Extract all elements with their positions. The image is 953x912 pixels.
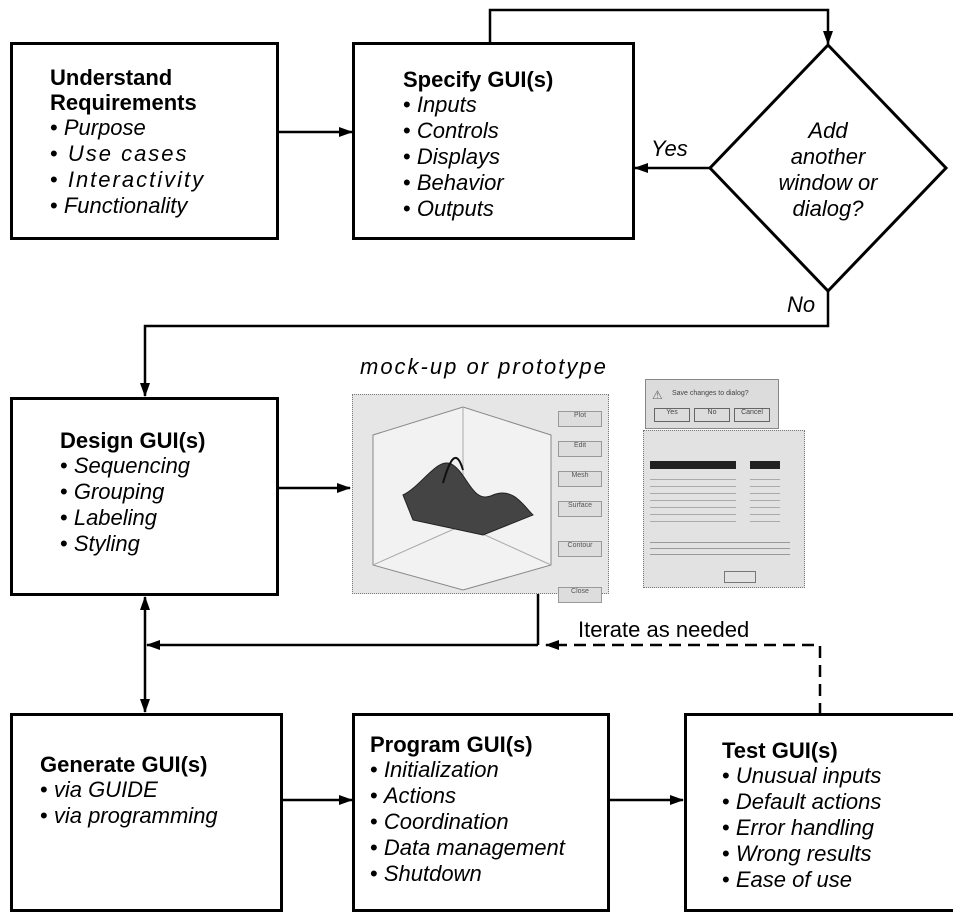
generate-title: Generate GUI(s) — [40, 752, 208, 777]
understand-item: Use cases — [50, 141, 276, 167]
decision-diamond — [707, 42, 949, 294]
design-item: Grouping — [60, 479, 276, 505]
warning-icon: ⚠ — [652, 388, 663, 402]
understand-item: Purpose — [50, 115, 276, 141]
mockup-list-selected-cell — [750, 461, 780, 469]
yes-label: Yes — [651, 136, 688, 161]
program-item: Actions — [370, 783, 607, 809]
design-item: Styling — [60, 531, 276, 557]
decision-line: dialog? — [792, 196, 864, 221]
program-title: Program GUI(s) — [370, 732, 533, 757]
decision-line: another — [790, 144, 866, 169]
mockup-list-column — [750, 473, 780, 528]
understand-items: Purpose Use cases Interactivity Function… — [50, 115, 276, 219]
specify-item: Inputs — [403, 92, 632, 118]
specify-title: Specify GUI(s) — [403, 67, 554, 92]
decision-line: window or — [778, 170, 878, 195]
specify-item: Controls — [403, 118, 632, 144]
mockup-list-selected-row — [650, 461, 736, 469]
test-item: Error handling — [722, 815, 953, 841]
mockup-caption: mock-up or prototype — [360, 354, 608, 379]
design-gui-box: Design GUI(s) Sequencing Grouping Labeli… — [10, 397, 279, 596]
mockup-plot-button: Mesh — [558, 471, 602, 487]
decision-text: Add another window or dialog? — [750, 118, 906, 222]
mockup-dialog-button: Cancel — [734, 408, 770, 422]
mockup-plot-button: Edit — [558, 441, 602, 457]
iterate-label: Iterate as needed — [578, 617, 750, 642]
test-item: Default actions — [722, 789, 953, 815]
mockup-dialog-button: Yes — [654, 408, 690, 422]
specify-item: Behavior — [403, 170, 632, 196]
understand-title-line1: Understand — [50, 65, 173, 90]
mockup-plot-button: Surface — [558, 501, 602, 517]
generate-items: via GUIDE via programming — [40, 777, 280, 829]
design-title: Design GUI(s) — [60, 428, 206, 453]
test-title: Test GUI(s) — [722, 738, 838, 763]
mockup-dialog-text: Save changes to dialog? — [672, 390, 749, 397]
design-item: Labeling — [60, 505, 276, 531]
mockup-plot-button: Close — [558, 587, 602, 603]
understand-item: Functionality — [50, 193, 276, 219]
test-items: Unusual inputs Default actions Error han… — [722, 763, 953, 893]
mockup-list-text-block — [650, 537, 790, 559]
mockup-plot-button: Contour — [558, 541, 602, 557]
understand-title-line2: Requirements — [50, 90, 197, 115]
arrow-test-feedback — [545, 640, 822, 715]
program-item: Coordination — [370, 809, 607, 835]
arrow-no — [140, 290, 830, 397]
specify-item: Outputs — [403, 196, 632, 222]
mockup-plot-graphic — [372, 406, 552, 591]
mockup-dialog: ⚠ Save changes to dialog? Yes No Cancel — [645, 379, 779, 429]
specify-items: Inputs Controls Displays Behavior Output… — [403, 92, 632, 222]
generate-item: via GUIDE — [40, 777, 280, 803]
test-item: Wrong results — [722, 841, 953, 867]
design-items: Sequencing Grouping Labeling Styling — [60, 453, 276, 557]
test-gui-box: Test GUI(s) Unusual inputs Default actio… — [684, 713, 953, 912]
generate-item: via programming — [40, 803, 280, 829]
no-label: No — [787, 292, 816, 317]
mockup-dialog-button: No — [694, 408, 730, 422]
design-item: Sequencing — [60, 453, 276, 479]
mockup-list-window — [643, 430, 805, 588]
specify-item: Displays — [403, 144, 632, 170]
program-item: Initialization — [370, 757, 607, 783]
mockup-list-ok-button — [724, 571, 756, 583]
test-item: Ease of use — [722, 867, 953, 893]
test-item: Unusual inputs — [722, 763, 953, 789]
decision-line: Add — [808, 118, 848, 143]
mockup-plot-button: Plot — [558, 411, 602, 427]
program-item: Shutdown — [370, 861, 607, 887]
program-gui-box: Program GUI(s) Initialization Actions Co… — [352, 713, 610, 912]
understand-requirements-box: Understand Requirements Purpose Use case… — [10, 42, 279, 240]
specify-gui-box: Specify GUI(s) Inputs Controls Displays … — [352, 42, 635, 240]
mockup-plot-buttons: Plot Edit Mesh Surface Contour Close — [558, 411, 602, 603]
generate-gui-box: Generate GUI(s) via GUIDE via programmin… — [10, 713, 283, 912]
mockup-list-column — [650, 473, 736, 528]
program-item: Data management — [370, 835, 607, 861]
program-items: Initialization Actions Coordination Data… — [370, 757, 607, 887]
mockup-plot-window: Plot Edit Mesh Surface Contour Close — [352, 394, 609, 603]
understand-item: Interactivity — [50, 167, 276, 193]
arrow-specify-to-decision — [488, 8, 833, 45]
